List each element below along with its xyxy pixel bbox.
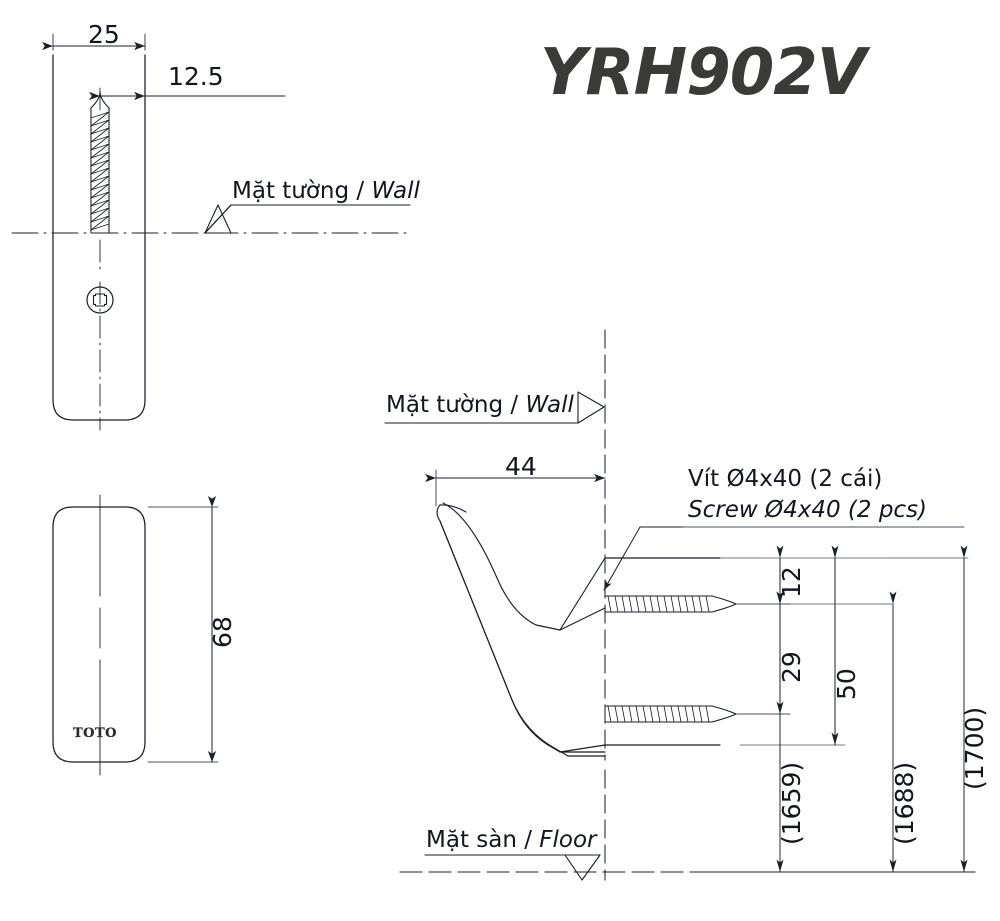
hook-mount-plate — [559, 557, 721, 753]
wall-callout-leader-top-left — [204, 204, 411, 234]
dimension-12-5 — [89, 87, 286, 111]
floor-callout-vn: Mặt sàn — [426, 827, 517, 853]
wall-callout-top-left: Mặt tường / Wall — [232, 178, 420, 204]
dimension-25 — [42, 33, 146, 51]
extension-lines — [719, 557, 969, 746]
dimension-label-50: 50 — [832, 668, 861, 700]
wall-callout-top-left-en: Wall — [371, 178, 420, 204]
wall-callout-right-vn: Mặt tường — [386, 392, 504, 418]
bottom-left-view-geometry — [52, 494, 146, 776]
dimension-label-12: 12 — [777, 566, 806, 598]
floor-callout: Mặt sàn / Floor — [426, 827, 597, 853]
dimension-label-12-5: 12.5 — [168, 62, 224, 91]
dimension-label-29: 29 — [777, 651, 806, 683]
dimension-label-68: 68 — [208, 616, 237, 648]
page-title: YRH902V — [540, 36, 866, 110]
dimension-label-44: 44 — [505, 452, 537, 481]
top-left-view-geometry — [52, 54, 146, 431]
dimension-label-1659: (1659) — [777, 761, 806, 845]
screw-callout-leader — [603, 526, 965, 591]
wall-callout-top-left-sep: / — [349, 178, 372, 204]
dimension-68 — [147, 496, 219, 763]
screw-lower — [604, 705, 791, 723]
wall-callout-top-left-vn: Mặt tường — [232, 178, 350, 204]
dimension-label-25: 25 — [88, 20, 120, 49]
screw-callout-vn: Vít Ø4x40 (2 cái) — [688, 466, 883, 492]
dimension-1688 — [889, 591, 897, 873]
dimension-44 — [425, 469, 606, 507]
screw-callout-en: Screw Ø4x40 (2 pcs) — [688, 497, 928, 523]
floor-callout-leader — [424, 854, 601, 881]
floor-callout-en: Floor — [539, 827, 597, 853]
screw-upper — [604, 595, 791, 613]
dimension-label-1688: (1688) — [890, 761, 919, 845]
hook-body — [436, 502, 606, 757]
wall-callout-right-en: Wall — [525, 392, 574, 418]
toto-logo: TOTO — [73, 726, 117, 741]
floor-callout-sep: / — [516, 827, 540, 853]
callout-underlines — [230, 204, 601, 856]
dimension-label-1700: (1700) — [960, 706, 989, 790]
wall-callout-right: Mặt tường / Wall — [386, 392, 574, 418]
wall-callout-right-sep: / — [503, 392, 526, 418]
